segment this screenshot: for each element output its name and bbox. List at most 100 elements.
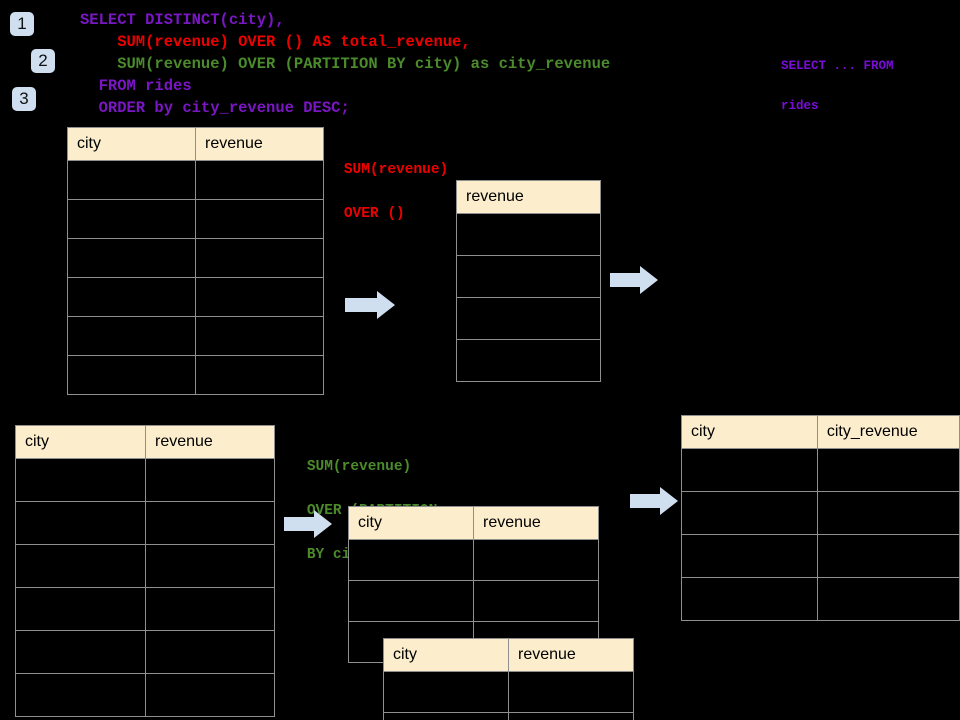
step-badge-2-label: 2: [38, 51, 48, 70]
table-row: [15, 458, 275, 502]
table-row: [15, 673, 275, 717]
table-cell: [456, 297, 601, 340]
annotation-total-revenue-line-2: OVER (): [343, 206, 405, 222]
column-header-city: city: [348, 506, 474, 540]
table-cell: [473, 580, 599, 622]
table-row: [383, 712, 634, 720]
table-cell: [67, 355, 196, 395]
table-header-row: revenue: [456, 180, 601, 214]
column-header-city: city: [383, 638, 509, 672]
table-cell: [508, 712, 634, 720]
table-cell: [508, 671, 634, 713]
side-note-select-from: SELECT ... FROM rides: [751, 36, 894, 136]
sql-line-from-rides: FROM rides: [80, 77, 192, 95]
table-header-row: city revenue: [15, 425, 275, 459]
table-cell: [383, 671, 509, 713]
table-cell: [456, 213, 601, 256]
sql-line-city-revenue: SUM(revenue) OVER (PARTITION BY city) as…: [80, 55, 611, 73]
table-cell: [67, 199, 196, 239]
table-cell: [67, 238, 196, 278]
table-cell: [816, 534, 960, 578]
table-cell: [816, 491, 960, 535]
table-cell: [15, 458, 146, 502]
table-cell: [681, 448, 818, 492]
column-header-city: city: [15, 425, 146, 459]
table-row: [348, 539, 599, 581]
table-row: [15, 630, 275, 674]
column-header-city: city: [681, 415, 818, 449]
table-cell: [473, 539, 599, 581]
arrow-partition-to-final-icon: [630, 486, 678, 516]
rides-source-table-partitioned: city revenue: [15, 425, 275, 717]
table-cell: [145, 458, 275, 502]
step-badge-2: 2: [31, 49, 55, 73]
table-header-row: city city_revenue: [681, 415, 960, 449]
table-cell: [145, 630, 275, 674]
table-cell: [145, 673, 275, 717]
table-cell: [816, 448, 960, 492]
table-cell: [456, 339, 601, 382]
annotation-total-revenue-line-1: SUM(revenue): [343, 162, 449, 178]
partition-group-table-b: city revenue: [383, 638, 634, 720]
table-cell: [456, 255, 601, 298]
column-header-revenue: revenue: [473, 506, 599, 540]
table-row: [67, 355, 324, 395]
arrow-total-to-final-icon: [610, 265, 658, 295]
sql-line-total-revenue: SUM(revenue) OVER () AS total_revenue,: [80, 33, 471, 51]
table-row: [681, 577, 960, 621]
table-header-row: city revenue: [67, 127, 324, 161]
table-row: [67, 199, 324, 239]
table-row: [456, 297, 601, 340]
table-cell: [67, 316, 196, 356]
table-cell: [15, 673, 146, 717]
step-badge-1-label: 1: [17, 14, 27, 33]
side-note-line-1: SELECT ... FROM: [781, 59, 894, 73]
table-row: [15, 544, 275, 588]
table-header-row: city revenue: [348, 506, 599, 540]
table-row: [67, 316, 324, 356]
table-row: [383, 671, 634, 713]
column-header-revenue: revenue: [508, 638, 634, 672]
table-cell: [195, 316, 324, 356]
column-header-revenue: revenue: [145, 425, 275, 459]
table-row: [67, 160, 324, 200]
table-cell: [145, 587, 275, 631]
table-cell: [195, 238, 324, 278]
table-cell: [15, 587, 146, 631]
table-cell: [383, 712, 509, 720]
table-row: [681, 491, 960, 535]
step-badge-3-label: 3: [19, 89, 29, 108]
table-row: [681, 534, 960, 578]
table-cell: [67, 160, 196, 200]
column-header-revenue: revenue: [456, 180, 601, 214]
side-note-line-2: rides: [781, 99, 819, 113]
arrow-source-to-partition-icon: [284, 509, 332, 539]
table-cell: [348, 580, 474, 622]
table-cell: [681, 491, 818, 535]
annotation-city-revenue-line-1: SUM(revenue): [306, 459, 412, 475]
step-badge-3: 3: [12, 87, 36, 111]
table-cell: [67, 277, 196, 317]
table-cell: [15, 501, 146, 545]
final-result-table: city city_revenue: [681, 415, 960, 621]
annotation-total-revenue: SUM(revenue) OVER (): [309, 137, 448, 247]
arrow-source-to-total-icon: [345, 290, 395, 320]
table-cell: [348, 539, 474, 581]
total-revenue-table: revenue: [456, 180, 601, 382]
table-cell: [145, 544, 275, 588]
column-header-city: city: [67, 127, 196, 161]
column-header-city-revenue: city_revenue: [816, 415, 960, 449]
table-cell: [816, 577, 960, 621]
table-row: [67, 238, 324, 278]
table-cell: [681, 577, 818, 621]
table-row: [456, 255, 601, 298]
table-row: [67, 277, 324, 317]
table-cell: [195, 160, 324, 200]
rides-source-table: city revenue: [67, 127, 324, 395]
sql-line-select-distinct: SELECT DISTINCT(city),: [80, 11, 285, 29]
table-cell: [195, 199, 324, 239]
table-cell: [15, 630, 146, 674]
table-cell: [681, 534, 818, 578]
table-header-row: city revenue: [383, 638, 634, 672]
